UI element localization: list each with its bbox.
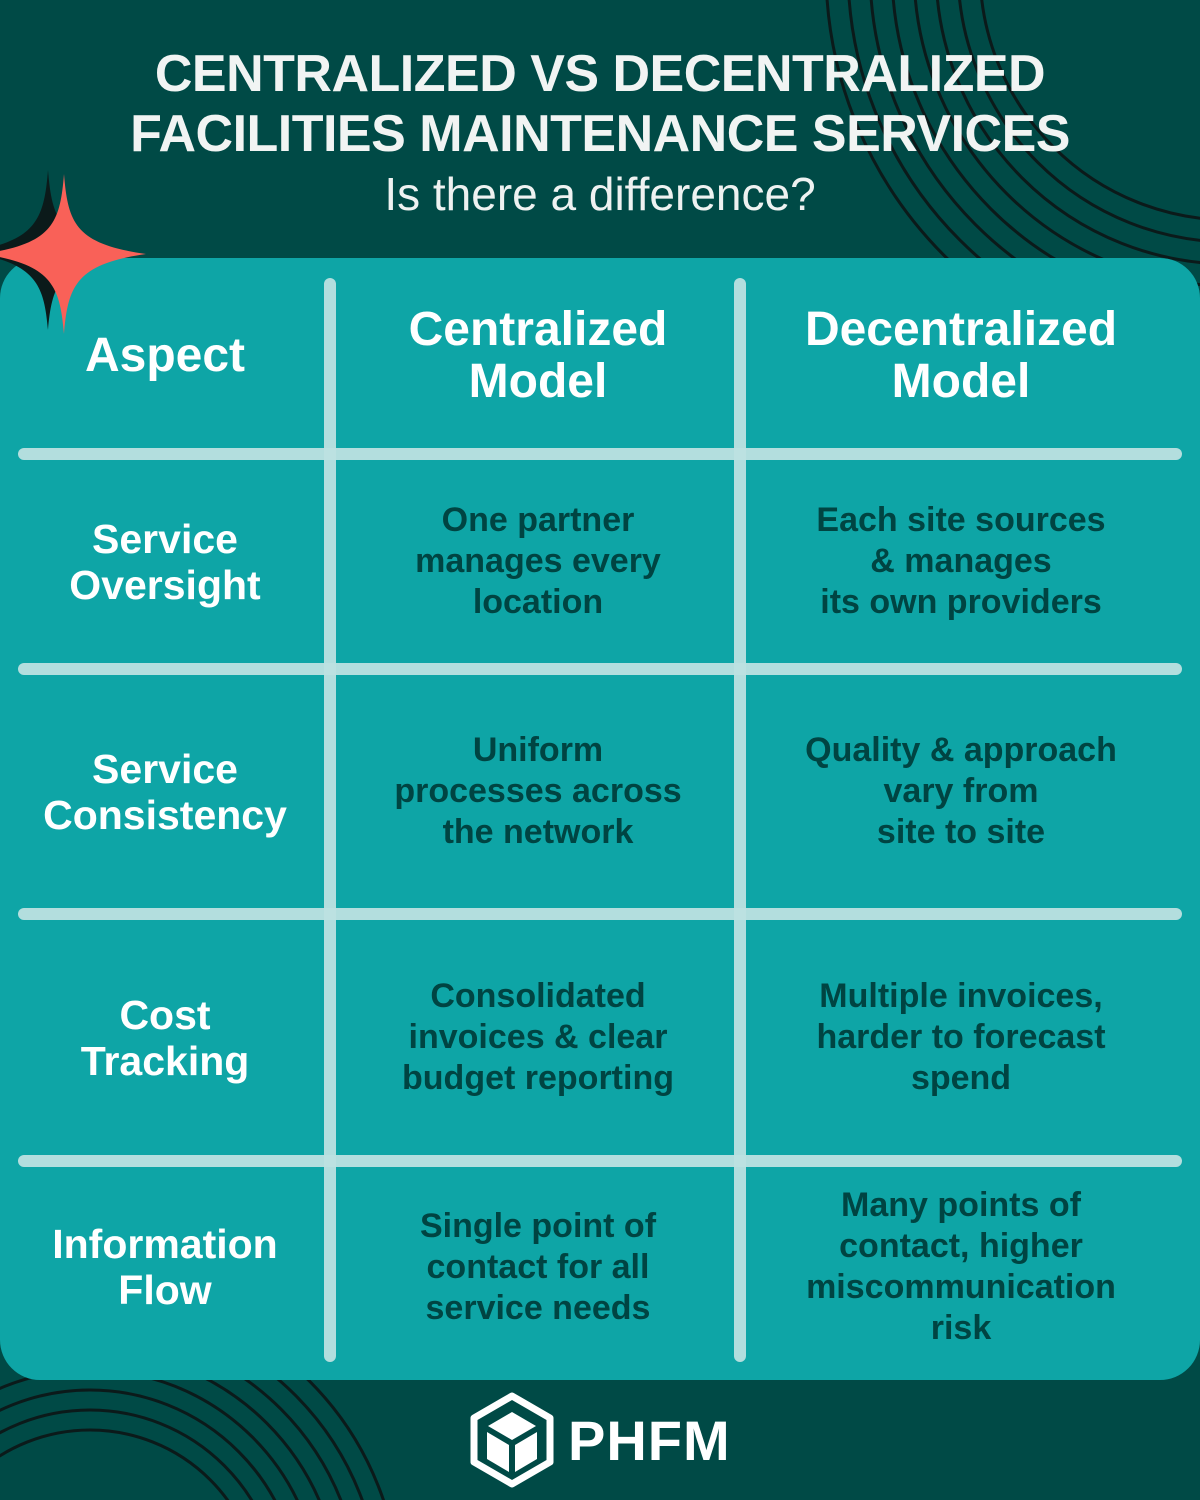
cell-centralized-service-oversight: One partner manages every location [415, 501, 661, 621]
cell-centralized-information-flow: Single point of contact for all service … [419, 1206, 657, 1327]
column-divider-1 [324, 278, 336, 1362]
cell-decentralized-service-consistency: Quality & approach vary from site to sit… [805, 731, 1117, 851]
comparison-table: Aspect Centralized Model Decentralized M… [0, 258, 1200, 1380]
row-aspect-service-oversight: Service Oversight [69, 515, 261, 608]
cube-hexagon-icon [470, 1392, 554, 1488]
page-subtitle: Is there a difference? [384, 168, 816, 220]
row-aspect-cost-tracking: Cost Tracking [80, 991, 250, 1084]
cell-centralized-service-consistency: Uniform processes across the network [394, 731, 682, 851]
row-divider-4 [18, 1155, 1182, 1167]
page-title-line-1: Centralized vs Decentralized [154, 45, 1046, 103]
cell-centralized-cost-tracking: Consolidated invoices & clear budget rep… [402, 977, 674, 1097]
concentric-arcs-bottom [0, 1370, 385, 1500]
column-header-aspect: Aspect [84, 329, 246, 382]
four-point-sparkle-icon [0, 170, 146, 334]
column-divider-2 [734, 278, 746, 1362]
brand-name: PHFM [568, 1408, 731, 1472]
cell-decentralized-cost-tracking: Multiple invoices, harder to forecast sp… [816, 977, 1106, 1097]
row-divider-1 [18, 448, 1182, 460]
row-divider-3 [18, 908, 1182, 920]
cell-decentralized-service-oversight: Each site sources & manages its own prov… [816, 501, 1106, 621]
row-aspect-service-consistency: Service Consistency [43, 745, 287, 838]
column-header-decentralized: Decentralized Model [804, 303, 1118, 408]
row-divider-2 [18, 663, 1182, 675]
page-title-line-2: Facilities Maintenance Services [130, 105, 1070, 163]
cell-decentralized-information-flow: Many points of contact, higher miscommun… [806, 1186, 1116, 1347]
column-header-centralized: Centralized Model [408, 303, 668, 408]
brand-logo: PHFM [470, 1390, 731, 1490]
title-block: Centralized vs Decentralized Facilities … [0, 44, 1200, 220]
row-aspect-information-flow: Information Flow [52, 1221, 278, 1313]
